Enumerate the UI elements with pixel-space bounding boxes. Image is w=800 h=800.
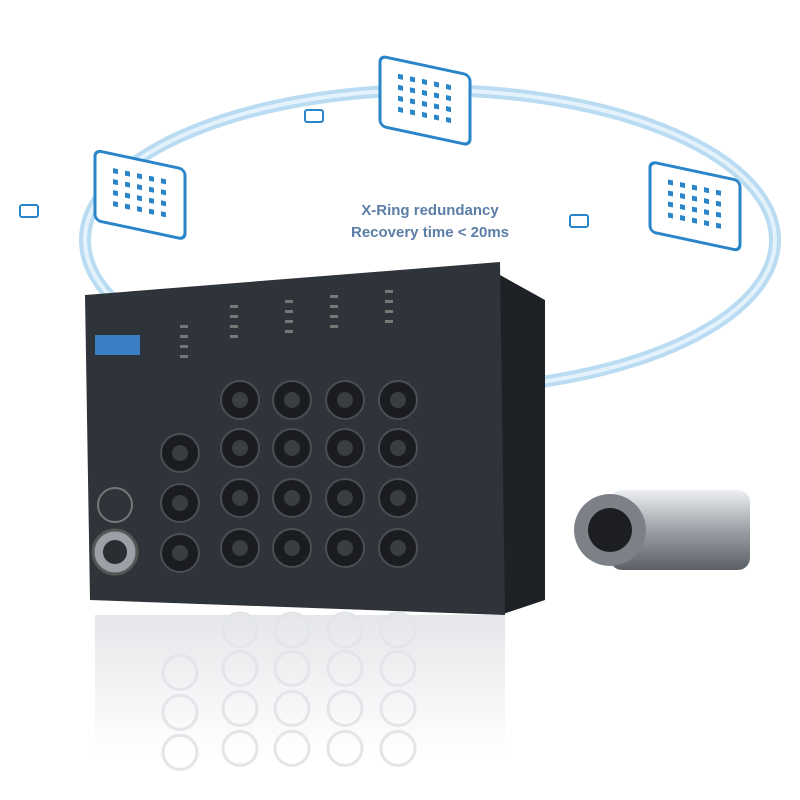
status-led <box>180 335 188 338</box>
status-led <box>230 305 238 308</box>
status-led <box>385 300 393 303</box>
m12-adapter <box>574 490 750 570</box>
status-led <box>285 320 293 323</box>
cable-plug-icon <box>19 204 39 218</box>
status-led <box>230 325 238 328</box>
ring-caption: X-Ring redundancy Recovery time < 20ms <box>300 200 560 244</box>
cable-plug-icon <box>569 214 589 228</box>
m12-port-reflection <box>221 611 259 649</box>
caption-line-1: X-Ring redundancy <box>361 202 499 219</box>
status-led <box>385 310 393 313</box>
ground-symbol <box>97 487 133 523</box>
caption-line-2: Recovery time < 20ms <box>350 224 509 241</box>
status-led <box>330 295 338 298</box>
status-led <box>385 320 393 323</box>
status-led <box>385 290 393 293</box>
status-led <box>230 335 238 338</box>
status-led <box>285 330 293 333</box>
m12-port-reflection <box>379 729 417 767</box>
status-led <box>330 315 338 318</box>
m12-port-reflection <box>326 611 364 649</box>
network-node-icon <box>19 149 187 240</box>
m12-port-reflection <box>221 729 259 767</box>
network-node-icon <box>304 55 472 146</box>
m12-port-reflection <box>221 689 259 727</box>
m12-port-reflection <box>379 689 417 727</box>
status-led <box>180 325 188 328</box>
status-led <box>180 355 188 358</box>
m12-port-reflection <box>273 689 311 727</box>
m12-port-reflection <box>221 649 259 687</box>
m12-port-reflection <box>326 649 364 687</box>
m12-port-reflection <box>379 649 417 687</box>
m12-port-reflection <box>273 729 311 767</box>
m12-port-reflection <box>161 693 199 731</box>
m12-port-reflection <box>379 611 417 649</box>
m12-port-reflection <box>326 729 364 767</box>
status-led <box>330 325 338 328</box>
network-node-icon <box>569 161 742 252</box>
cable-plug-icon <box>304 109 324 123</box>
m12-port-reflection <box>326 689 364 727</box>
status-led <box>285 310 293 313</box>
status-led <box>330 305 338 308</box>
brand-label <box>95 335 140 355</box>
m12-port-reflection <box>273 611 311 649</box>
m12-port-reflection <box>273 649 311 687</box>
status-led <box>285 300 293 303</box>
m12-port-reflection <box>161 733 199 771</box>
status-led <box>230 315 238 318</box>
m12-port-reflection <box>161 653 199 691</box>
status-led <box>180 345 188 348</box>
switch-flange <box>500 275 545 615</box>
